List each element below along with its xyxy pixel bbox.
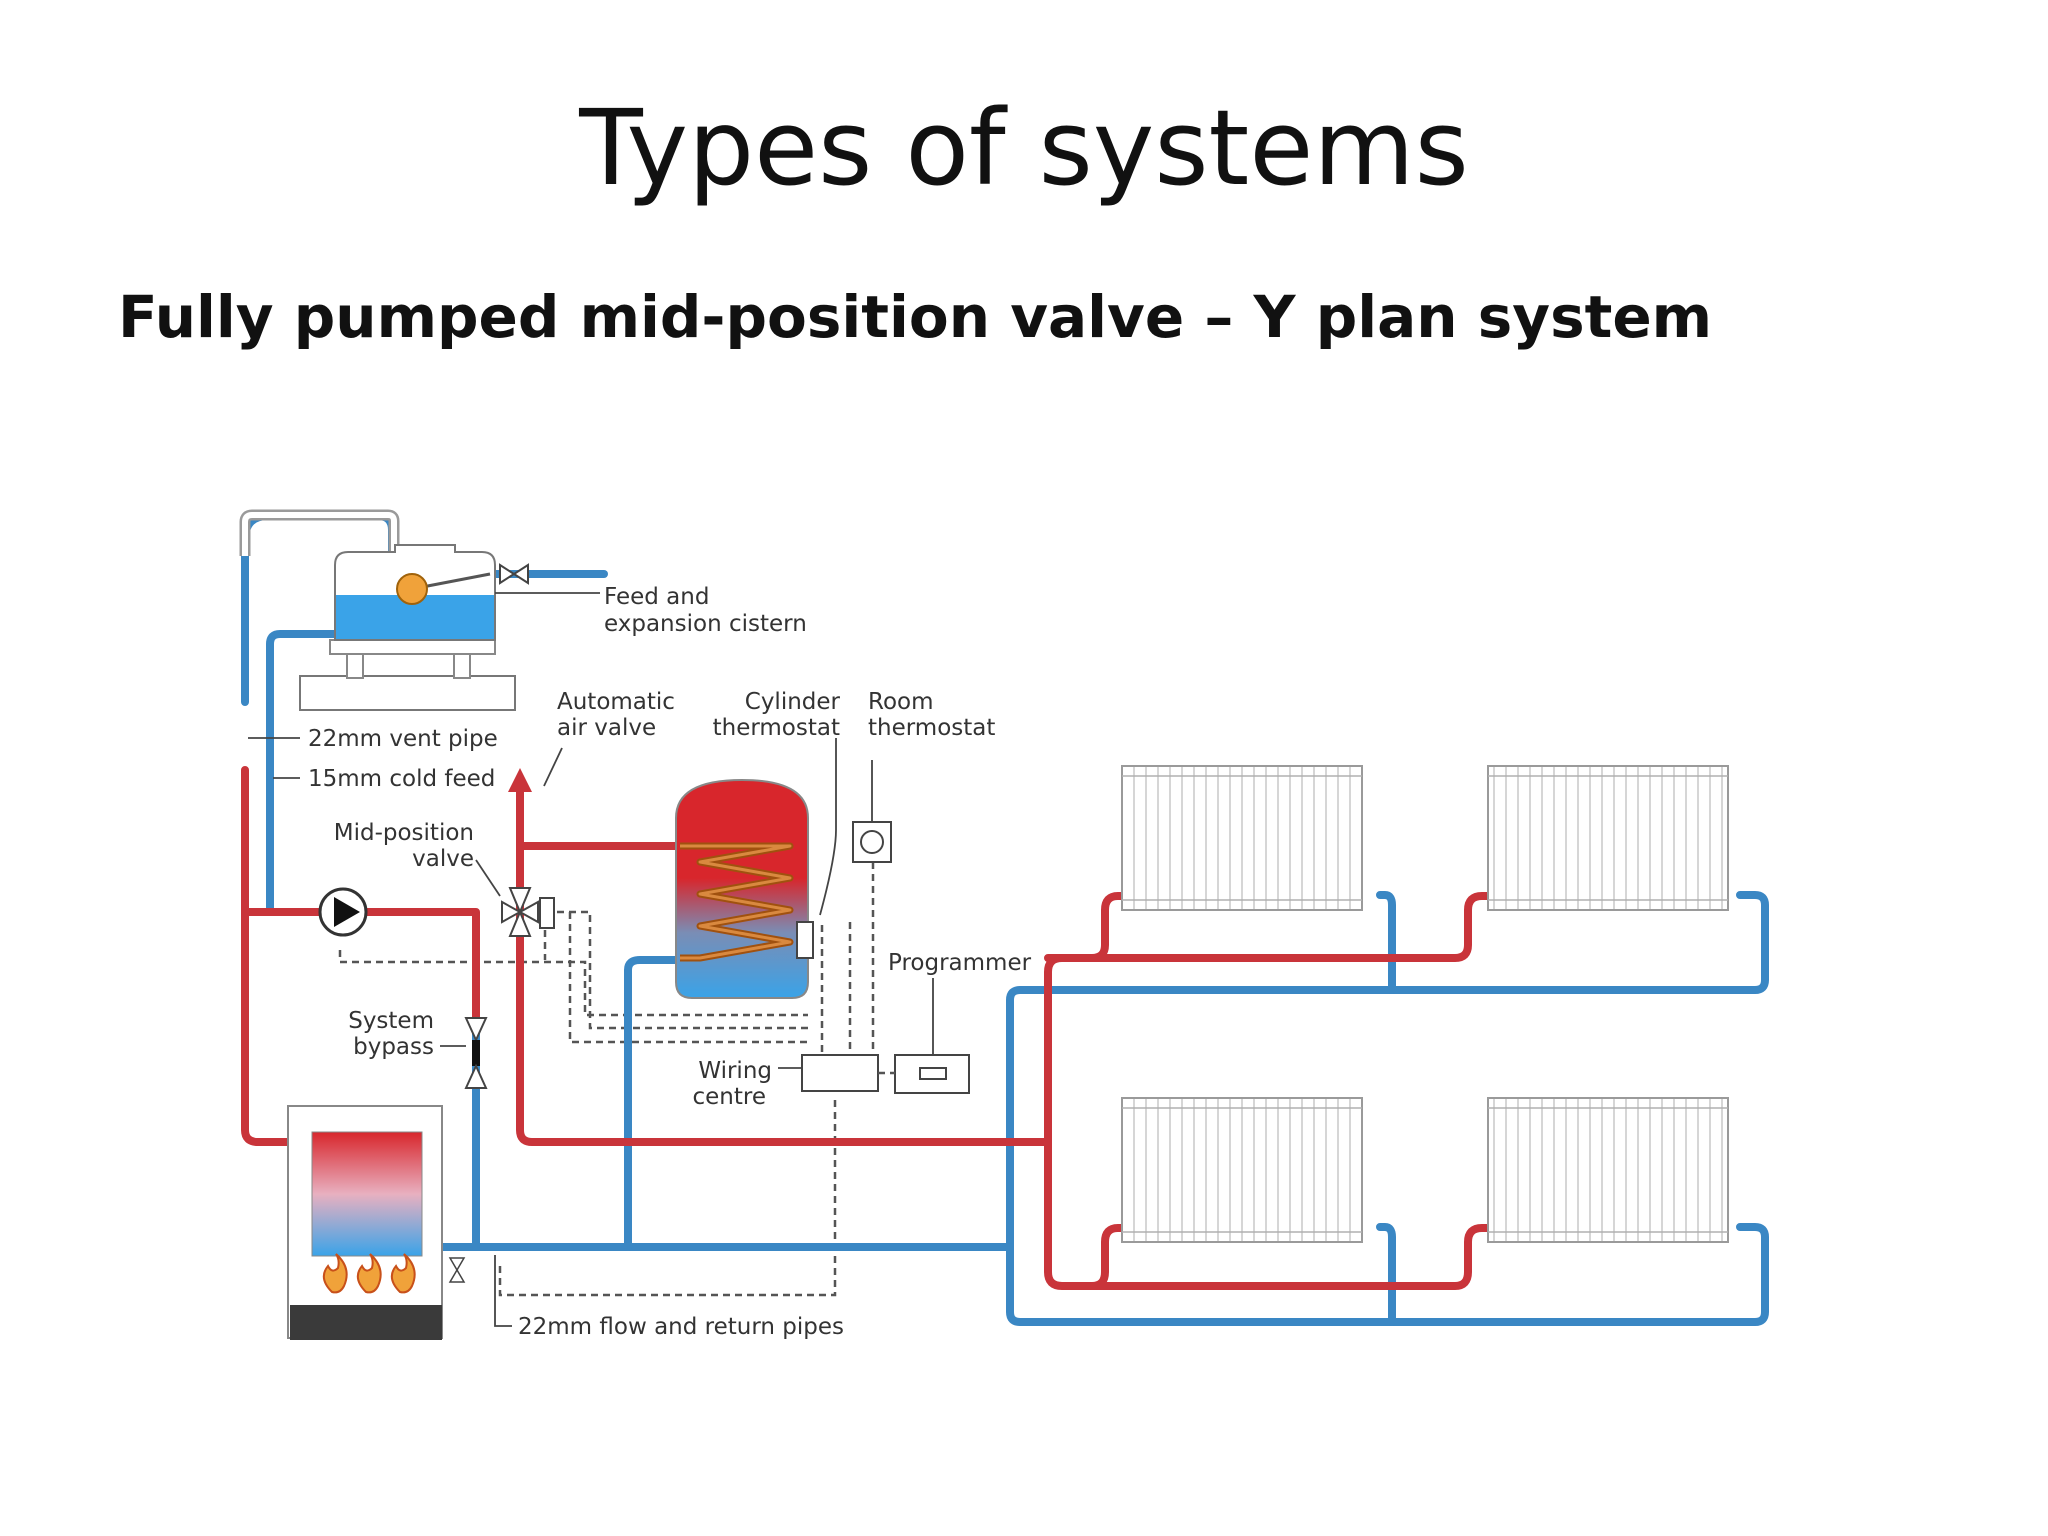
system-bypass-valve	[464, 1017, 488, 1089]
feed-cistern-label-1: Feed and	[604, 584, 709, 610]
feed-expansion-cistern	[299, 544, 516, 711]
burner-flames-icon	[322, 1253, 416, 1294]
programmer-label: Programmer	[888, 950, 1032, 976]
room-thermostat-label-1: Room	[868, 689, 934, 715]
flow-return-pipes-label: 22mm flow and return pipes	[518, 1314, 844, 1340]
vent-pipe-label: 22mm vent pipe	[308, 726, 498, 752]
radiator-bottom-right	[1487, 1097, 1729, 1243]
room-thermostat-label-2: thermostat	[868, 715, 995, 741]
cylinder-thermostat-label-1: Cylinder	[745, 689, 841, 715]
pump	[318, 887, 368, 937]
system-bypass-label-2: bypass	[353, 1034, 434, 1060]
mid-position-valve-label-2: valve	[412, 846, 474, 872]
wiring-centre	[801, 1054, 879, 1092]
mid-position-valve	[501, 887, 555, 937]
slide-title: Types of systems	[579, 87, 1469, 209]
system-bypass-label-1: System	[348, 1008, 434, 1034]
wiring-lines	[338, 862, 875, 1297]
boiler	[287, 1105, 443, 1340]
radiator-top-left	[1121, 765, 1363, 911]
wiring-centre-label-2: centre	[693, 1084, 767, 1110]
programmer	[894, 1054, 970, 1094]
hot-water-cylinder	[675, 778, 814, 999]
leader-lines	[248, 592, 934, 1327]
radiator-top-right	[1487, 765, 1729, 911]
cold-feed-label: 15mm cold feed	[308, 766, 495, 792]
slide-subtitle: Fully pumped mid-position valve – Y plan…	[118, 283, 1713, 351]
radiator-bottom-left	[1121, 1097, 1363, 1243]
stop-valve-cistern	[499, 563, 529, 585]
feed-cistern-label-2: expansion cistern	[604, 611, 807, 637]
drain-cock-icon	[448, 1257, 466, 1283]
room-thermostat	[852, 821, 892, 863]
air-valve-arrow	[508, 768, 532, 792]
auto-air-valve-label-1: Automatic	[557, 689, 675, 715]
wiring-centre-label-1: Wiring	[698, 1058, 772, 1084]
mid-position-valve-label-1: Mid-position	[334, 820, 474, 846]
cylinder-thermostat-label-2: thermostat	[713, 715, 840, 741]
auto-air-valve-label-2: air valve	[557, 715, 656, 741]
